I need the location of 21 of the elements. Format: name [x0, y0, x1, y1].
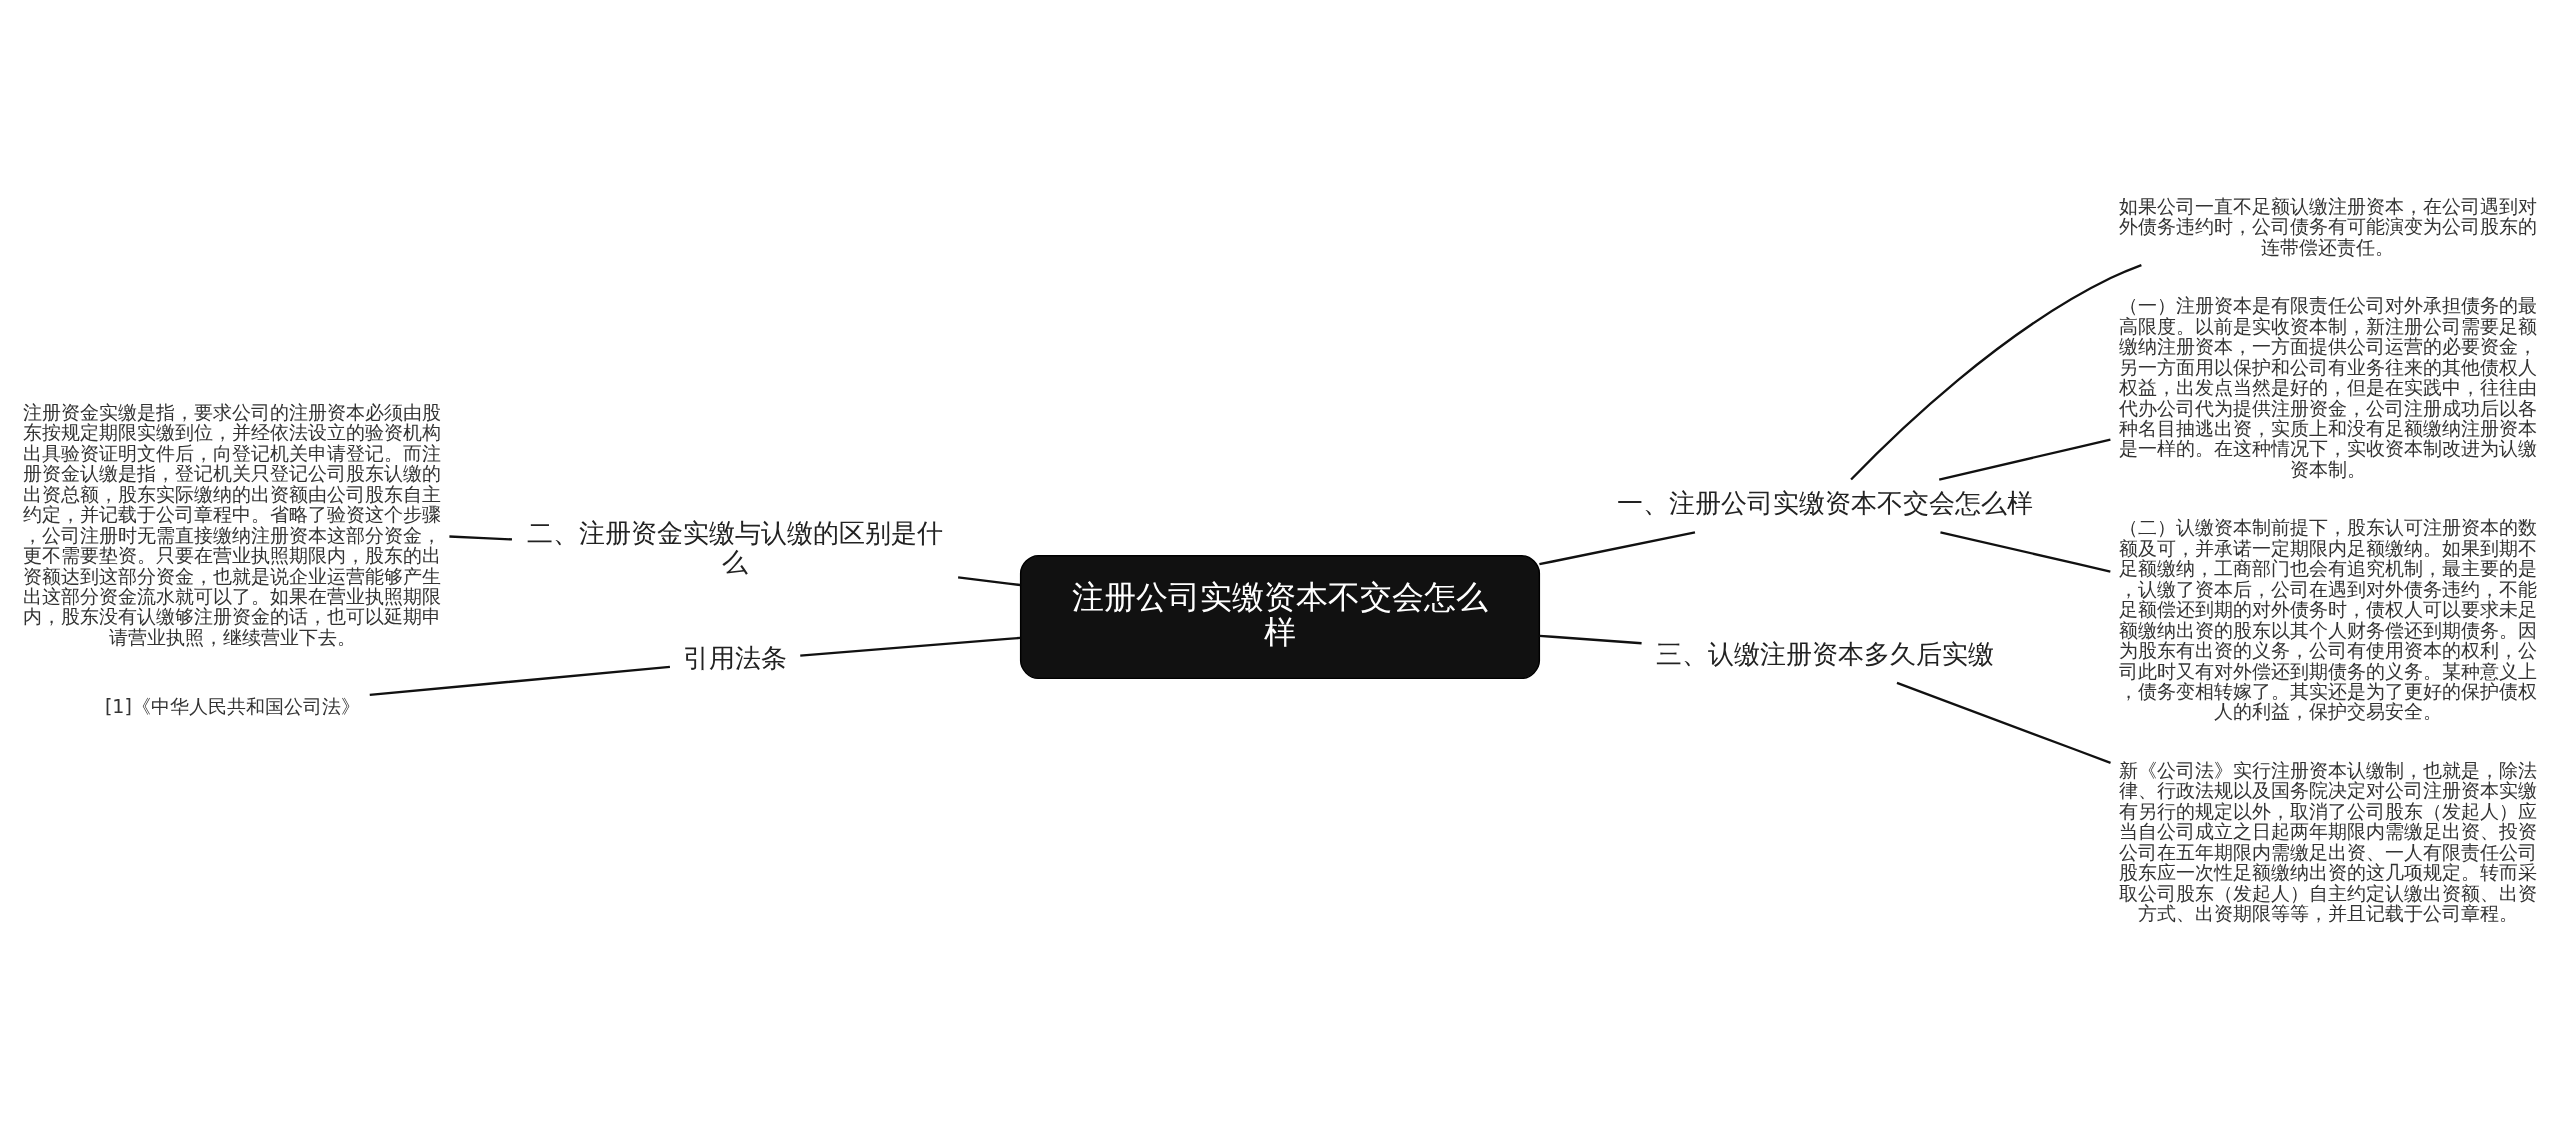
node-text: 一、注册公司实缴资本不交会怎么样 [1616, 488, 2033, 519]
node-text: （二）认缴资本制前提下，股东认可注册资本的数额及可，并承诺一定期限内足额缴纳。如果到期不足额缴纳，工商部门也会有追究机制，最主要的是，认缴了资本后，公司在遇到对外债务违约，不能足额偿还到期的对外债务时，债权人可以要求未足额缴纳出资的股东以其个人财务偿还到期债务。因为股东有出资的义务，公司有使用资本的权利，公司此时又有对外偿还到期债务的义务。某种意义上，债务变相转嫁了。其实还是为了更好的保护债权人的利益，保护交易安全。 [2118, 516, 2537, 723]
connector [1539, 531, 1696, 566]
connector [957, 576, 1021, 587]
connector [1850, 263, 2142, 481]
node-text: 注册资金实缴是指，要求公司的注册资本必须由股东按规定期限实缴到位，并经依法设立的验资机构出具验资证明文件后，向登记机关申请登记。而注册资金认缴是指，登记机关只登记公司股东认缴的出资总额，股东实际缴纳的出资额由公司股东自主约定，并记载于公司章程中。省略了验资这个步骤，公司注册时无需直接缴纳注册资本这部分资金，更不需要垫资。只要在营业执照期限内，股东的出资额达到这部分资金，也就是说企业运营能够产生出这部分资金流水就可以了。如果在营业执照期限内，股东没有认缴够注册资金的话，也可以延期申请营业执照，继续营业下去。 [23, 400, 442, 648]
connector [1896, 681, 2111, 764]
node-box: 注册公司实缴资本不交会怎么样 [1019, 554, 1541, 680]
connector [1938, 438, 2111, 481]
node-text: [1]《中华人民共和国公司法》 [104, 694, 360, 717]
node-text: 三、认缴注册资本多久后实缴 [1655, 638, 1994, 669]
node-text: 二、注册资金实缴与认缴的区别是什么 [527, 517, 944, 577]
connector [369, 665, 670, 697]
node-text: （一）注册资本是有限责任公司对外承担债务的最高限度。以前是实收资本制，新注册公司需要足额缴纳注册资本，一方面提供公司运营的必要资金，另一方面用以保护和公司有业务往来的其他债权人权益，出发点当然是好的，但是在实践中，往往由代办公司代为提供注册资金，公司注册成功后以各种名目抽逃出资，实质上和没有足额缴纳注册资本是一样的。在这种情况下，实收资本制改进为认缴资本制。 [2118, 294, 2537, 480]
connector [449, 535, 513, 541]
connector [1539, 634, 1642, 645]
connector [800, 636, 1021, 657]
node-text: 如果公司一直不足额认缴注册资本，在公司遇到对外债务违约时，公司债务有可能演变为公司股东的连带偿还责任。 [2118, 194, 2537, 258]
node-text: 引用法条 [683, 643, 788, 674]
connector [1940, 531, 2111, 573]
node-text: 新《公司法》实行注册资本认缴制，也就是，除法律、行政法规以及国务院决定对公司注册资本实缴有另行的规定以外，取消了公司股东（发起人）应当自公司成立之日起两年期限内需缴足出资、投资公司在五年期限内需缴足出资、一人有限责任公司股东应一次性足额缴纳出资的这几项规定。转而采取公司股东（发起人）自主约定认缴出资额、出资方式、出资期限等等，并且记载于公司章程。 [2118, 758, 2537, 925]
